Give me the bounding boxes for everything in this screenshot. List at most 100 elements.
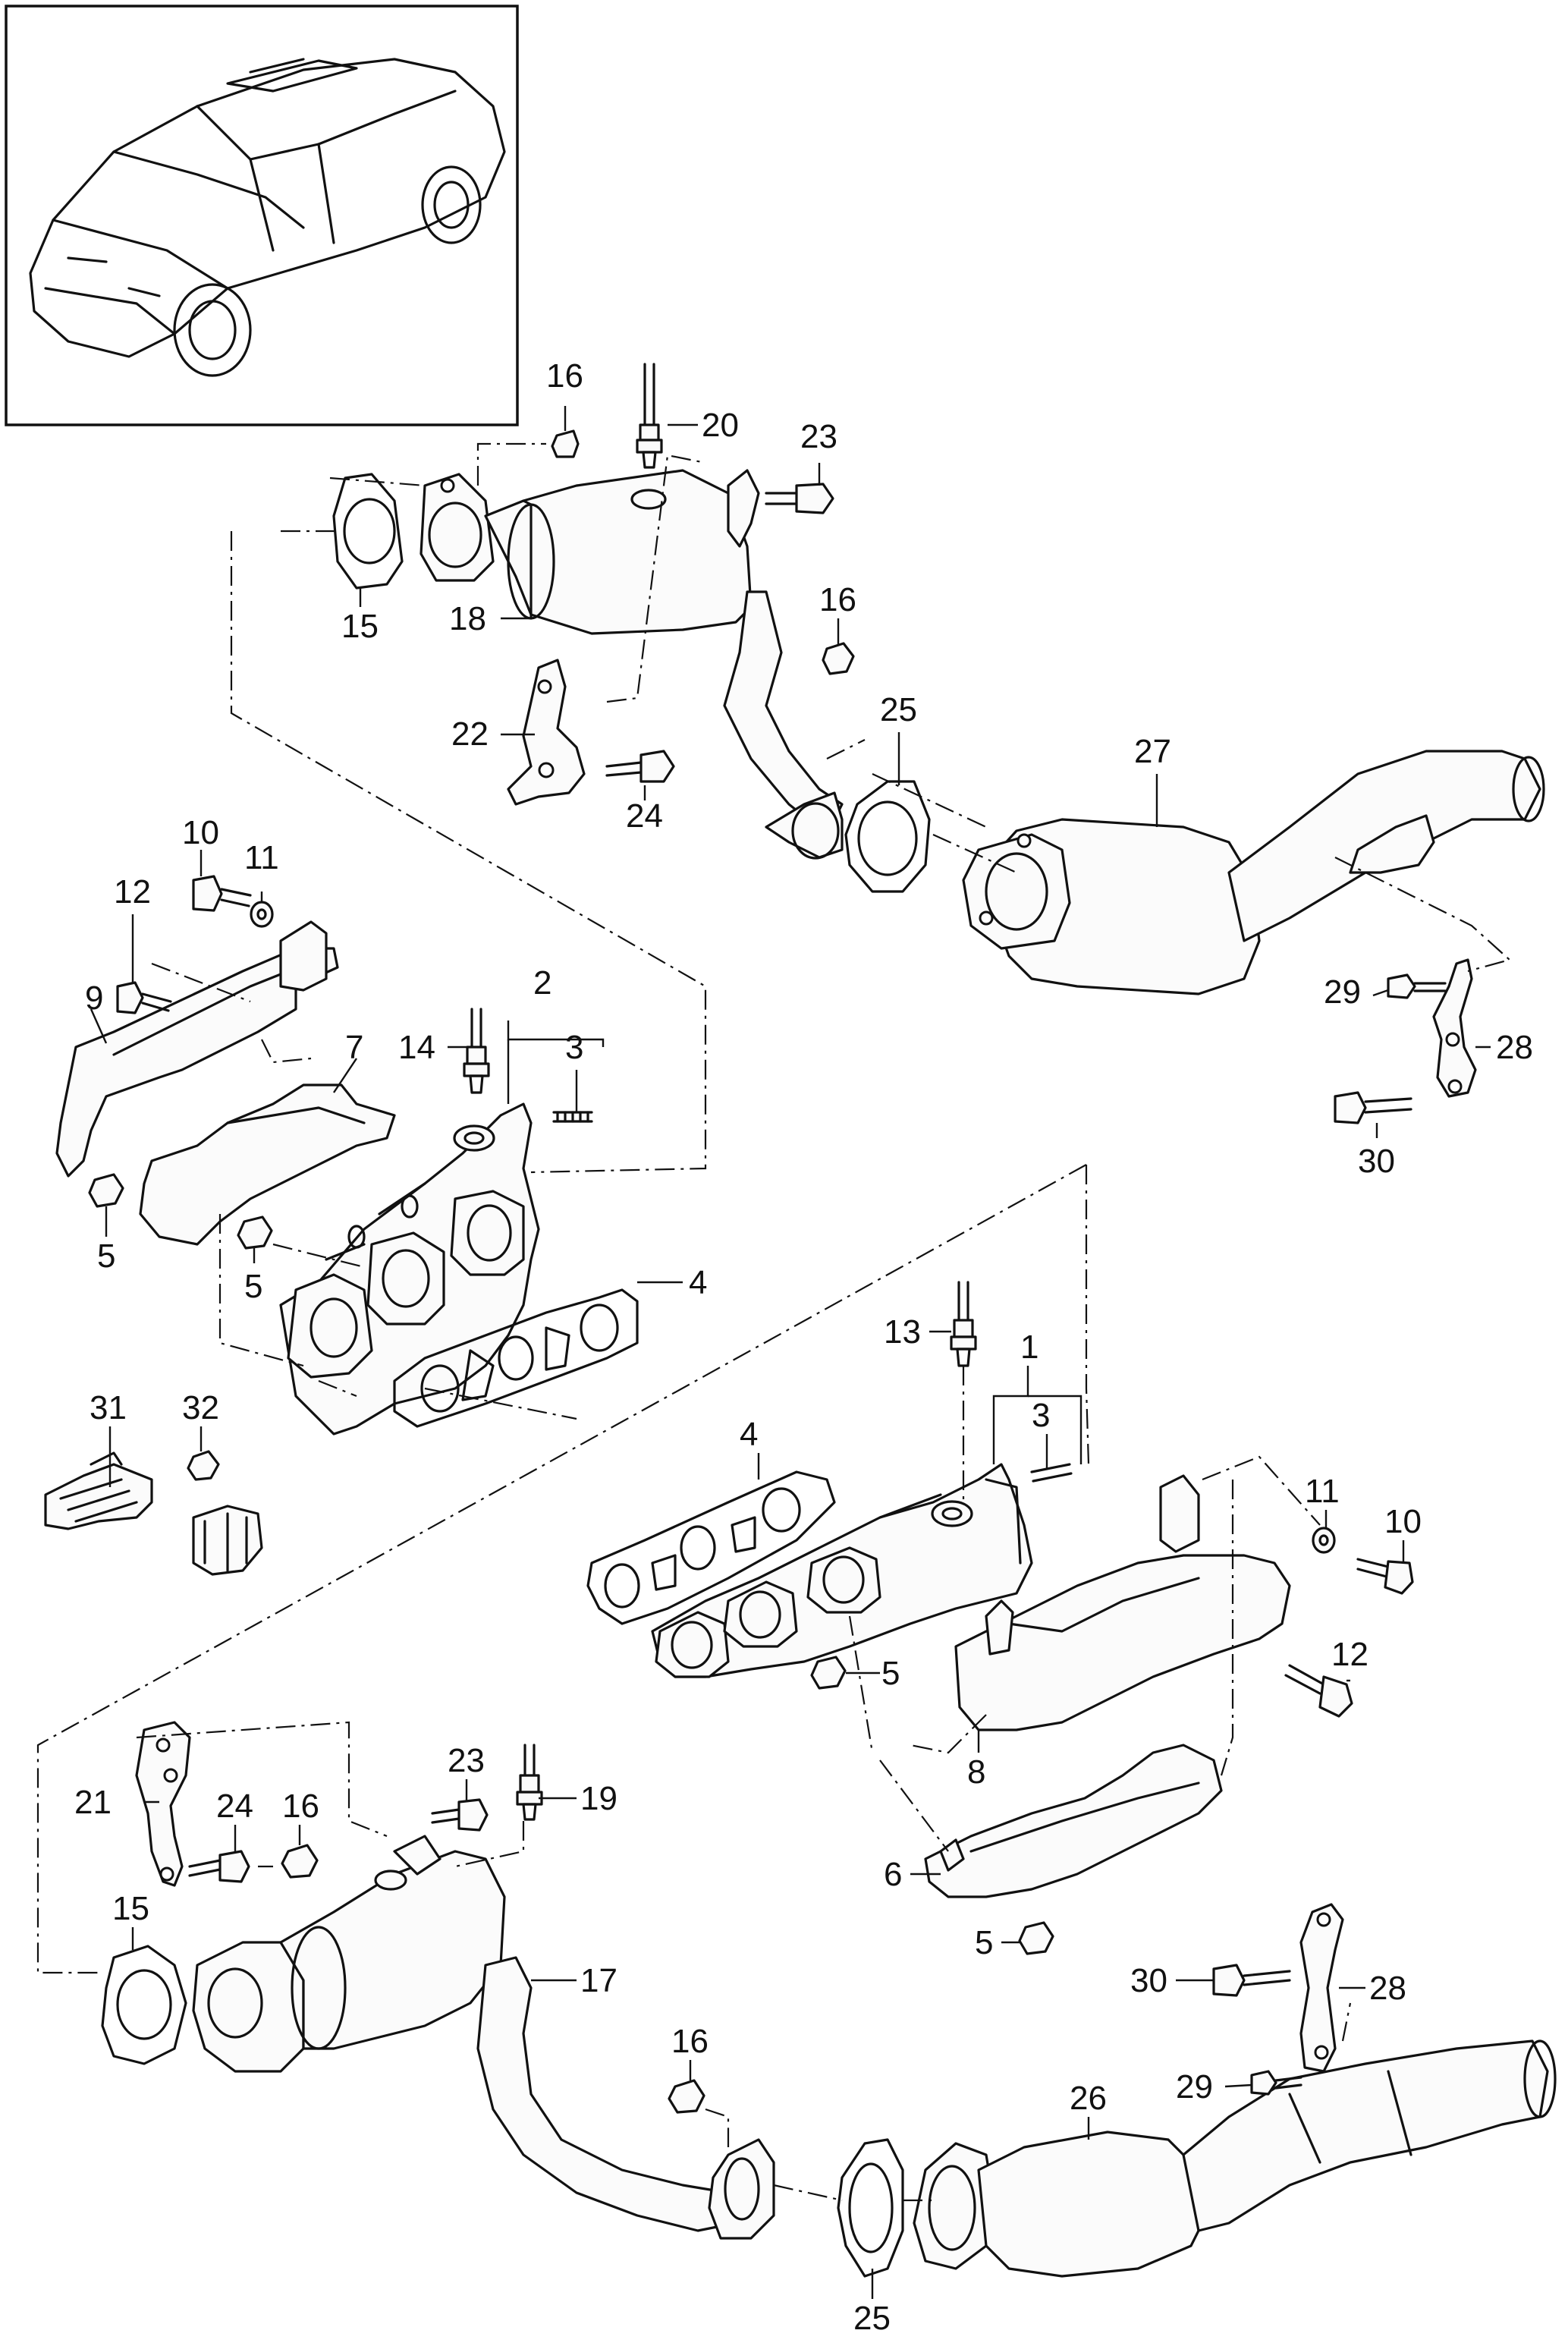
callout-15: 15 <box>341 608 379 645</box>
oxygen-sensor-13 <box>950 1281 977 1367</box>
oxygen-sensor-20 <box>636 363 663 469</box>
reference-lines-upper <box>151 442 1512 1420</box>
vehicle-inset <box>5 5 519 426</box>
callout-9: 9 <box>85 980 103 1017</box>
callout-30: 30 <box>1130 1962 1167 1999</box>
callout-25: 25 <box>880 691 917 728</box>
bolt-30-lower <box>1212 1964 1291 1997</box>
callout-28: 28 <box>1496 1029 1533 1066</box>
bolt-12-lower <box>1284 1664 1353 1718</box>
callout-31: 31 <box>90 1389 127 1426</box>
callout-29: 29 <box>1324 973 1361 1011</box>
reference-lines-bottom <box>136 1721 1352 2202</box>
callout-24: 24 <box>626 797 663 835</box>
bolt-23-upper <box>765 483 834 514</box>
exhaust-manifold-1 <box>651 1463 1033 1678</box>
nut-16-upper <box>551 429 580 458</box>
bolt-30-upper <box>1334 1091 1412 1124</box>
washer-11-upper <box>250 901 274 928</box>
callout-5: 5 <box>97 1237 115 1275</box>
callout-27: 27 <box>1134 733 1171 770</box>
callout-26: 26 <box>1070 2080 1107 2117</box>
bracket-21 <box>135 1721 191 1887</box>
nut-5-a <box>88 1173 124 1208</box>
callout-4: 4 <box>740 1416 758 1453</box>
callout-21: 21 <box>74 1784 112 1821</box>
callout-10: 10 <box>1384 1503 1422 1540</box>
nut-16-lower-b <box>668 2079 705 2114</box>
callout-25: 25 <box>853 2300 891 2337</box>
reference-lines-lower <box>36 1164 1321 1974</box>
callout-14: 14 <box>398 1029 435 1066</box>
bracket-28-upper <box>1432 958 1477 1098</box>
gasket-25-upper <box>844 780 931 893</box>
callout-10: 10 <box>182 814 219 851</box>
nut-16-lower-a <box>281 1844 319 1879</box>
callout-6: 6 <box>884 1856 902 1893</box>
callout-16: 16 <box>546 357 583 395</box>
callout-12: 12 <box>114 873 151 910</box>
heat-shield-9 <box>55 920 339 1178</box>
wiring-holder-31 <box>44 1451 153 1530</box>
callout-16: 16 <box>671 2023 709 2060</box>
callout-23: 23 <box>448 1742 485 1779</box>
callout-15: 15 <box>112 1890 149 1927</box>
callout-22: 22 <box>451 715 489 753</box>
nut-5-d <box>1018 1921 1054 1955</box>
bolt-23-lower <box>431 1798 489 1832</box>
oxygen-sensor-19 <box>516 1744 543 1821</box>
callout-23: 23 <box>800 418 837 455</box>
callout-4: 4 <box>689 1264 707 1301</box>
leader-lines <box>90 406 1491 2299</box>
callout-3: 3 <box>565 1029 583 1066</box>
callout-24: 24 <box>216 1788 253 1825</box>
nut-32 <box>187 1450 220 1481</box>
callout-7: 7 <box>345 1029 363 1066</box>
nut-5-c <box>810 1656 847 1690</box>
callout-11: 11 <box>1305 1473 1340 1510</box>
callout-2: 2 <box>533 964 551 1002</box>
callout-5: 5 <box>881 1655 900 1692</box>
callout-16: 16 <box>282 1788 319 1825</box>
callout-5: 5 <box>244 1268 262 1305</box>
catalytic-converter-27 <box>962 750 1545 995</box>
callout-3: 3 <box>1032 1397 1050 1434</box>
bolt-24-upper <box>605 750 675 783</box>
bolt-29-lower <box>1250 2070 1302 2096</box>
callout-11: 11 <box>244 839 279 876</box>
callout-17: 17 <box>580 1962 617 1999</box>
callout-5: 5 <box>975 1924 993 1961</box>
bolt-12-upper <box>116 981 172 1014</box>
bracket-22 <box>507 659 586 806</box>
bolt-10-upper <box>192 875 252 912</box>
heat-shield-8 <box>954 1474 1291 1731</box>
catalytic-converter-17 <box>192 1835 775 2240</box>
exhaust-manifold-2 <box>279 1102 540 1436</box>
callout-29: 29 <box>1176 2068 1213 2105</box>
callout-8: 8 <box>967 1753 985 1791</box>
bolt-29-upper <box>1387 973 1447 999</box>
catalytic-converter-upper <box>332 469 844 860</box>
callout-30: 30 <box>1358 1143 1395 1180</box>
oxygen-sensor-14 <box>463 1008 490 1094</box>
bolt-24-lower <box>188 1850 250 1883</box>
bracket-28-lower <box>1299 1903 1344 2073</box>
callout-28: 28 <box>1369 1970 1406 2007</box>
bolt-10-lower <box>1356 1558 1414 1595</box>
connector-clip <box>192 1505 263 1576</box>
stud-3-lower <box>1030 1463 1073 1483</box>
gasket-4-upper <box>393 1288 639 1428</box>
callout-16: 16 <box>819 581 856 618</box>
callout-19: 19 <box>580 1780 617 1817</box>
heat-shield-7 <box>139 1083 396 1246</box>
callout-labels: 16 20 23 15 18 16 22 25 24 27 10 11 12 2… <box>74 357 1533 2337</box>
nut-16-middle <box>822 642 855 675</box>
gasket-4-lower <box>586 1470 836 1625</box>
washer-11-lower <box>1312 1527 1336 1554</box>
callout-13: 13 <box>884 1313 921 1351</box>
gasket-25-lower <box>837 2138 904 2278</box>
stud-3-upper <box>552 1111 593 1123</box>
callout-32: 32 <box>182 1389 219 1426</box>
callout-18: 18 <box>449 600 486 637</box>
